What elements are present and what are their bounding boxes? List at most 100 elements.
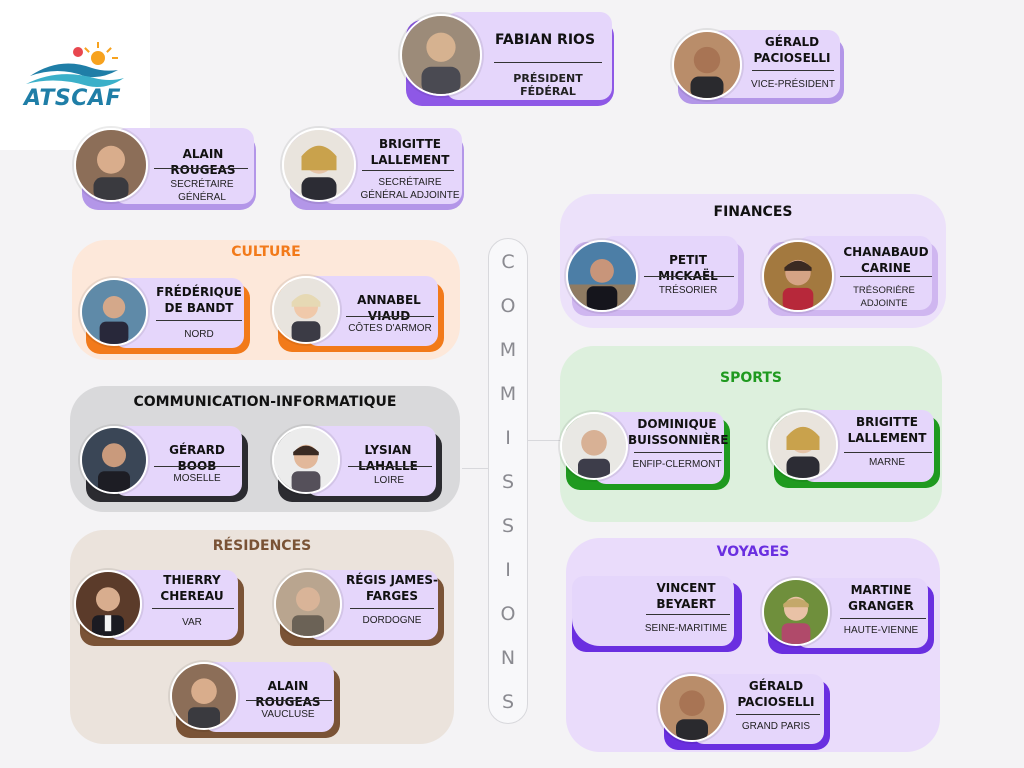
member-photo <box>170 662 238 730</box>
member-role: MOSELLE <box>173 473 221 484</box>
card-divider <box>646 614 730 615</box>
card-divider <box>246 700 332 701</box>
communication-member-card: GÉRARD BOOB MOSELLE <box>80 426 248 502</box>
member-role: ENFIP-CLERMONT <box>632 459 722 470</box>
member-role: SEINE-MARITIME <box>644 623 728 634</box>
commissions-letter: S <box>501 691 515 713</box>
commissions-letter: I <box>505 427 511 449</box>
sports-title: SPORTS <box>719 370 783 386</box>
member-name: VINCENT BEYAERT <box>656 581 716 611</box>
residences-member-card: THIERRY CHEREAU VAR <box>74 570 244 646</box>
card-divider <box>840 618 926 619</box>
member-role: NORD <box>184 329 214 340</box>
member-photo <box>566 240 638 312</box>
commissions-letter: I <box>505 559 511 581</box>
voyages-title: VOYAGES <box>716 544 790 560</box>
communication-member-card: LYSIAN LAHALLE LOIRE <box>272 426 442 502</box>
commissions-letter: M <box>499 383 517 405</box>
card-divider <box>152 608 234 609</box>
member-name: MARTINE GRANGER <box>848 583 914 613</box>
member-name: RÉGIS JAMES-FARGES <box>345 573 439 603</box>
culture-member-card: ANNABEL VIAUD CÔTES D'ARMOR <box>272 276 444 352</box>
commissions-letter: M <box>499 339 517 361</box>
voyages-member-card: VINCENT BEYAERT SEINE-MARITIME <box>572 576 742 652</box>
card-divider <box>156 320 242 321</box>
sports-member-card: BRIGITTE LALLEMENT MARNE <box>768 410 940 488</box>
member-photo <box>658 674 726 742</box>
secretary-card: ALAIN ROUGEAS SECRÉTAIRE GÉNÉRAL <box>74 128 256 210</box>
member-role: SECRÉTAIRE GÉNÉRAL <box>170 179 234 203</box>
member-name: FRÉDÉRIQUE DE BANDT <box>156 285 242 315</box>
member-name: ALAIN ROUGEAS <box>170 147 236 177</box>
commissions-letter: S <box>501 471 515 493</box>
member-name: GÉRARD BOOB <box>169 443 225 473</box>
president-card: FABIAN RIOS PRÉSIDENT FÉDÉRAL <box>400 12 614 106</box>
card-divider <box>752 70 834 71</box>
member-photo <box>400 14 482 96</box>
member-role: PRÉSIDENT FÉDÉRAL <box>513 72 583 98</box>
card-divider <box>494 62 602 63</box>
member-role: TRÉSORIER <box>658 285 718 296</box>
communication-title: COMMUNICATION-INFORMATIQUE <box>133 394 397 410</box>
member-role: VAR <box>182 617 202 628</box>
member-name: LYSIAN LAHALLE <box>358 443 418 473</box>
residences-member-card: ALAIN ROUGEAS VAUCLUSE <box>170 662 340 738</box>
member-role: TRÉSORIÈRE ADJOINTE <box>853 285 915 309</box>
card-divider <box>346 316 434 317</box>
member-photo <box>80 426 148 494</box>
card-divider <box>634 452 722 453</box>
commissions-letter: C <box>501 251 515 273</box>
member-name: BRIGITTE LALLEMENT <box>370 137 450 167</box>
finances-title: FINANCES <box>713 204 793 220</box>
member-name: GÉRALD PACIOSELLI <box>753 35 831 65</box>
card-divider <box>362 170 454 171</box>
member-photo <box>74 570 142 638</box>
card-divider <box>840 276 932 277</box>
member-name: THIERRY CHEREAU <box>160 573 224 603</box>
member-role: GRAND PARIS <box>741 721 811 732</box>
logo-panel: ATSCAF <box>0 0 150 150</box>
residences-title: RÉSIDENCES <box>212 538 312 554</box>
card-divider <box>844 452 932 453</box>
deputy-secretary-card: BRIGITTE LALLEMENT SECRÉTAIRE GÉNÉRAL AD… <box>282 128 464 210</box>
card-divider <box>154 466 240 467</box>
member-name: ALAIN ROUGEAS <box>255 679 321 709</box>
card-divider <box>348 466 432 467</box>
vice-president-card: GÉRALD PACIOSELLI VICE-PRÉSIDENT <box>672 30 844 104</box>
member-role: SECRÉTAIRE GÉNÉRAL ADJOINTE <box>360 177 460 201</box>
connector-right <box>528 440 562 441</box>
member-role: HAUTE-VIENNE <box>843 625 919 636</box>
voyages-member-card: MARTINE GRANGER HAUTE-VIENNE <box>762 578 934 654</box>
member-photo <box>274 570 342 638</box>
commissions-label: C O M M I S S I O N S <box>488 238 528 724</box>
member-name: PETIT MICKAËL <box>658 253 718 283</box>
member-photo <box>80 278 148 346</box>
voyages-member-card: GÉRALD PACIOSELLI GRAND PARIS <box>658 674 830 750</box>
member-name: BRIGITTE LALLEMENT <box>847 415 927 445</box>
card-divider <box>154 168 248 169</box>
finances-member-card: PETIT MICKAËL TRÉSORIER <box>566 236 744 316</box>
culture-member-card: FRÉDÉRIQUE DE BANDT NORD <box>80 278 250 354</box>
logo-icon <box>26 42 124 87</box>
card-divider <box>736 714 820 715</box>
commissions-letter: N <box>500 647 516 669</box>
member-name: CHANABAUD CARINE <box>843 245 929 275</box>
residences-member-card: RÉGIS JAMES-FARGES DORDOGNE <box>274 570 444 646</box>
commissions-letter: O <box>500 603 516 625</box>
member-photo <box>762 578 830 646</box>
member-role: LOIRE <box>373 475 404 486</box>
member-role: VICE-PRÉSIDENT <box>751 79 835 90</box>
member-photo <box>272 426 340 494</box>
card-divider <box>350 608 434 609</box>
member-role: VAUCLUSE <box>261 709 315 720</box>
member-photo <box>672 30 742 100</box>
member-name: FABIAN RIOS <box>494 32 596 48</box>
member-role: CÔTES D'ARMOR <box>348 323 432 334</box>
member-name: DOMINIQUE BUISSONNIÈRE <box>628 417 729 447</box>
member-photo <box>74 128 148 202</box>
logo-wordmark: ATSCAF <box>24 86 121 111</box>
member-photo <box>768 410 838 480</box>
card-tag <box>572 576 734 646</box>
member-role: MARNE <box>868 457 906 468</box>
member-photo <box>272 276 340 344</box>
